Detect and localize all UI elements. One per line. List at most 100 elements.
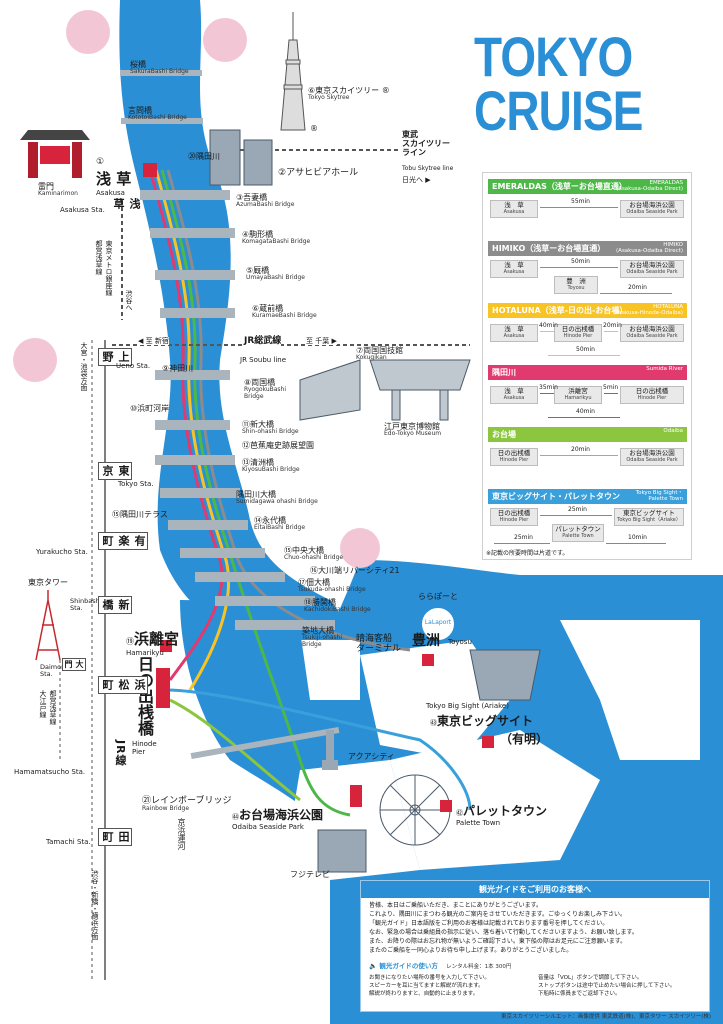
asakusa-pier-label: ① 浅 草 Asakusa [96,157,132,197]
shibuya-direction: 渋谷へ [125,290,133,311]
guide-heading: 観光ガイドをご利用のお客様へ [361,881,709,898]
guide-usage-col: お聞きになりたい場所の番号を入力して下さい。 スピーカーを耳に当てますと解説が流… [369,975,490,997]
route-duration: 40min [576,408,595,415]
bigsight-icon [469,649,541,701]
tamachi-sta-box: 田 町 [98,828,132,846]
jr-sobu-en: JR Soubu line [240,356,287,364]
route-emeraldas: EMERALDAS（浅草ーお台場直通）EMERALDAS (Asakusa-Od… [488,179,687,232]
skytree-icon [280,12,306,131]
route-arrow [600,293,672,294]
yurakucho-sta-box: 有 楽 町 [98,532,148,550]
guide-line: 皆様、本日はご乗船いただき、まことにありがとうございます。 [369,902,542,909]
pier-markers [143,163,494,812]
shinbashi-sta-label: Shinbashi Sta. [70,597,102,613]
hamamatsucho-sta-label: Hamamatsucho Sta. [14,768,86,776]
fuji-tv-icon [317,829,367,873]
daimon-sta-label: Daimon Sta. [40,663,66,679]
jr-west-direction: ◀ 至 新宿 [138,337,169,346]
tokyo-tower-icon [35,590,61,661]
keihin-canal-label: 京浜運河 [177,818,186,850]
asahi-hall-icon [209,129,273,186]
route-himiko: HIMIKO（浅草ーお台場直通）HIMIKO (Asakusa-Odaiba D… [488,241,687,294]
basho-label: ⑫芭蕉庵史跡展望園 [242,441,314,450]
toyosu-label: 豊洲 [412,633,440,649]
guide-usage-title: 🔈 観光ガイドの使い方 レンタル料金：1本 300円 [369,962,512,970]
kanda-river-label: ⑨神田川 [162,364,194,373]
guide-line: これより、隅田川にまつわる観光のご案内をさせていただきます。ごゆっくりお楽しみ下… [369,911,627,918]
tobu-line-label: 東武 スカイツリー ライン [402,130,450,158]
route-duration: 50min [571,258,590,265]
ariake-island [390,730,600,870]
liberty-statue-icon [322,730,338,770]
skytree-label: ⑥東京スカイツリー ®Tokyo Skytree [308,86,390,102]
bridges [120,70,340,759]
route-arrow [540,393,554,394]
route-arrow [540,267,618,268]
shibuya-yokohama-direction: 渋谷・新橋・横浜方面 [91,870,99,940]
ueno-sta-label: Ueno Sta. [116,362,151,370]
guide-usage-col: 音量は「VOL」ボタンで調節して下さい。 ストップボタンは途中で止めたい場合に押… [538,975,676,997]
hinode-pier-label: 日の出桟橋 [135,656,154,736]
toyosu-en: Toyosu [448,638,472,646]
harumi-island [300,630,360,700]
route-duration: 25min [568,506,587,513]
hinode-pier-en: Hinode Pier [132,740,157,757]
route-arrow [540,331,554,332]
guide-usage-columns: お聞きになりたい場所の番号を入力して下さい。 スピーカーを耳に当てますと解説が流… [361,972,709,1000]
route-duration: 20min [603,322,622,329]
route-arrow [540,515,612,516]
route-arrow [540,207,618,208]
ferris-wheel-icon [379,774,451,846]
route-title: HIMIKO（浅草ーお台場直通）HIMIKO (Asakusa-Odaiba D… [488,241,687,256]
edo-museum-icon [369,359,471,421]
route-duration: 35min [539,384,558,391]
route-duration: 25min [514,534,533,541]
shinbashi-sta-box: 新 橋 [98,596,132,614]
bigsight-label: ㊸東京ビッグサイト [430,714,534,728]
asakusa-sta-box: 浅 草 [112,198,141,210]
tokyo-tower-label: 東京タワー [28,578,68,587]
hamacho-label: ⑩浜町河岸 [130,404,170,413]
sumida-park-label: ⑳隅田川 [188,152,220,161]
asahi-hall-label: ②アサヒビアホール [278,168,359,178]
route-arrow [548,417,620,418]
omiya-direction: 大宮・池袋方面 [80,342,88,391]
oedo-line-label: 都営浅草線 大江戸線 [39,690,57,725]
lalaport-logo: LaLaport [420,606,456,642]
guide-line: またのご乗船を一同心よりお待ち申し上げます。ありがとうございました。 [369,947,573,954]
route-arrow [540,455,618,456]
tokyo-sta-label: Tokyo Sta. [118,480,154,488]
sumida-terrace-label: ⑮隅田川テラス [112,510,168,519]
route-arrow [604,331,618,332]
yurakucho-sta-label: Yurakucho Sta. [36,548,88,556]
lalaport-label: ららぽーと [418,592,458,601]
